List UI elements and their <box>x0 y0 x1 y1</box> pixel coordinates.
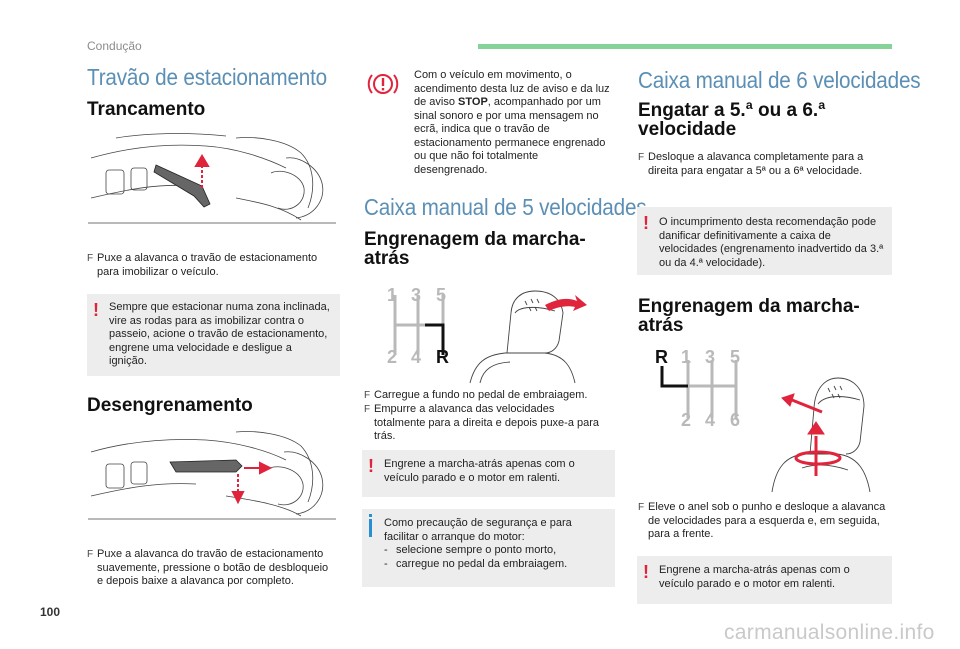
stop-label: STOP <box>458 96 488 108</box>
bullet-marker-icon: F <box>638 502 645 513</box>
reverse-5-bullet-2-text: Empurre a alavanca das velocidades total… <box>374 403 600 442</box>
gear-label: 4 <box>411 347 421 367</box>
release-bullet-text: Puxe a alavanca do travão de estacioname… <box>97 548 329 587</box>
safety-info-item-text: selecione sempre o ponto morto, <box>396 544 557 556</box>
reverse-6-bullet-text: Eleve o anel sob o punho e desloque a al… <box>648 501 886 540</box>
lock-warning-text: Sempre que estacionar numa zona inclinad… <box>109 301 330 367</box>
gear-label: 6 <box>730 410 740 430</box>
bullet-marker-icon: F <box>87 253 94 264</box>
safety-info-box: Como precaução de segurança e para facil… <box>362 509 615 587</box>
reverse-5-warning-box: ! Engrene a marcha-atrás apenas com o ve… <box>362 450 615 497</box>
parking-brake-title: Travão de estacionamento <box>87 64 328 90</box>
reverse-5-heading: Engrenagem da marcha-atrás <box>364 229 586 269</box>
reverse-5-bullet-1-text: Carregue a fundo no pedal de embraiagem. <box>374 389 588 401</box>
stop-warning-text: Com o veículo em movimento, o acendiment… <box>414 69 610 176</box>
parking-brake-lock-illustration <box>88 133 336 224</box>
engage-warning-text: O incumprimento desta recomendação pode … <box>659 216 884 269</box>
engage-warning-box: ! O incumprimento desta recomendação pod… <box>637 207 892 275</box>
gear-pattern-6-speed-diagram: R 1 3 5 2 4 6 <box>655 347 871 493</box>
gear-label: 1 <box>681 347 691 367</box>
bullet-marker-icon: F <box>87 549 94 560</box>
safety-info-item: -carregue no pedal da embraiagem. <box>384 557 568 570</box>
release-heading: Desengrenamento <box>87 395 253 416</box>
gear-label: 2 <box>681 410 691 430</box>
engage-5-6-heading: Engatar a 5.ª ou a 6.ª velocidade <box>638 100 826 140</box>
gear-label: 5 <box>730 347 740 367</box>
section-accent-bar <box>478 44 892 49</box>
gear-label: 3 <box>705 347 715 367</box>
watermark-text: carmanualsonline.info <box>724 621 935 644</box>
safety-info-item: -selecione sempre o ponto morto, <box>384 544 557 556</box>
gear-label: 4 <box>705 410 715 430</box>
gear-label: R <box>436 347 449 367</box>
lock-heading: Trancamento <box>87 99 206 120</box>
engage-bullet-text: Desloque a alavanca completamente para a… <box>648 151 864 177</box>
gear-label: 2 <box>387 347 397 367</box>
reverse-5-warning-text: Engrene a marcha-atrás apenas com o veíc… <box>384 458 575 484</box>
gear-label: 1 <box>387 285 397 305</box>
safety-info-item-text: carregue no pedal da embraiagem. <box>396 557 568 570</box>
lock-bullet-text: Puxe a alavanca o travão de estacionamen… <box>97 252 318 278</box>
warning-icon: ! <box>93 300 99 320</box>
gear-label: R <box>655 347 668 367</box>
manual-6-speed-title: Caixa manual de 6 velocidades <box>638 67 921 93</box>
parking-brake-release-illustration <box>88 431 336 520</box>
lock-warning-box: ! Sempre que estacionar numa zona inclin… <box>87 294 340 376</box>
reverse-6-heading: Engrenagem da marcha-atrás <box>638 296 860 336</box>
warning-icon: ! <box>368 456 374 476</box>
bullet-marker-icon: F <box>364 404 371 415</box>
warning-icon: ! <box>643 213 649 233</box>
gear-label: 5 <box>436 285 446 305</box>
safety-info-intro: Como precaução de segurança e para facil… <box>384 517 572 543</box>
warning-icon: ! <box>643 562 649 582</box>
bullet-marker-icon: F <box>638 152 645 163</box>
info-icon <box>369 514 372 517</box>
bullet-marker-icon: F <box>364 390 371 401</box>
gear-label: 3 <box>411 285 421 305</box>
manual-5-speed-title: Caixa manual de 5 velocidades <box>364 194 647 220</box>
section-label: Condução <box>87 39 142 53</box>
page-number: 100 <box>40 605 61 619</box>
reverse-6-warning-box: ! Engrene a marcha-atrás apenas com o ve… <box>637 556 892 604</box>
gear-pattern-5-speed-diagram: 1 3 5 2 4 R <box>387 285 587 384</box>
reverse-6-warning-text: Engrene a marcha-atrás apenas com o veíc… <box>659 564 850 590</box>
brake-warning-light-icon <box>367 74 399 94</box>
